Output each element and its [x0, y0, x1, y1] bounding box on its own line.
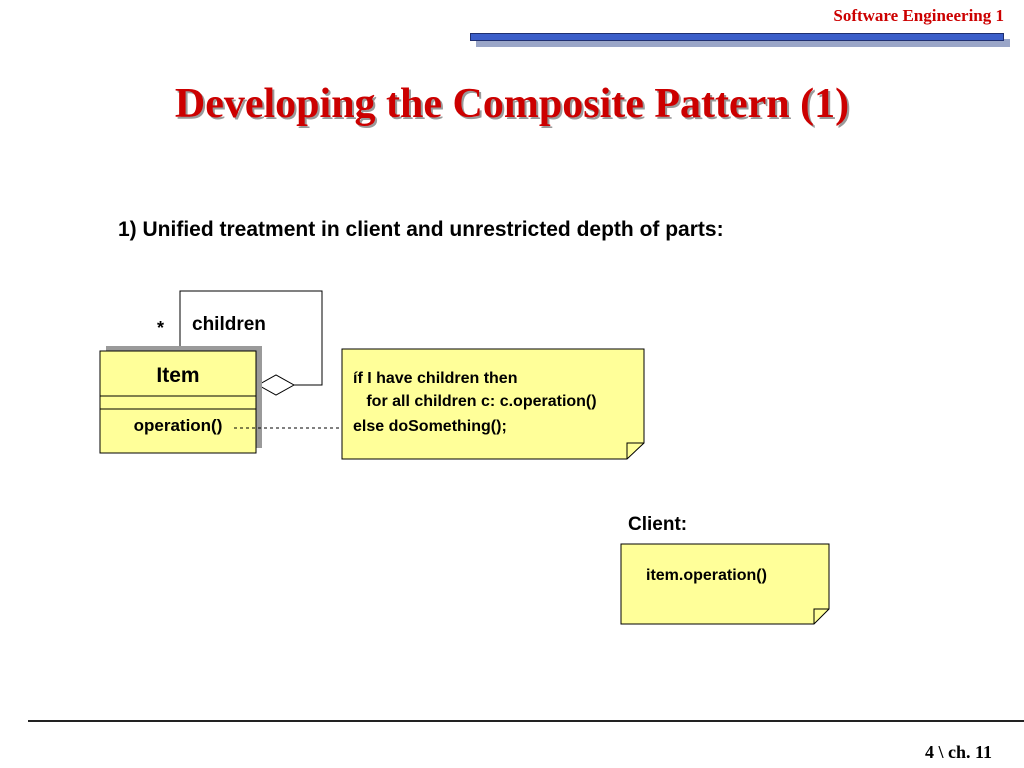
aggregation-diamond	[256, 374, 296, 396]
item-class-box	[99, 350, 257, 454]
note-line: for all children c: c.operation()	[353, 393, 597, 410]
course-title: Software Engineering 1	[833, 6, 1004, 25]
header-bar	[470, 33, 1010, 49]
code-note-fold	[626, 442, 644, 459]
slide-title: Developing the Composite Pattern (1)	[174, 81, 850, 127]
slide-number: 4 \ ch. 11	[924, 742, 992, 762]
footer-divider	[28, 720, 1024, 722]
item-class-name: Item	[156, 364, 200, 387]
children-association-line	[179, 290, 323, 386]
note-line: else doSomething();	[353, 418, 507, 435]
client-note-fold	[813, 608, 829, 624]
code-note-shape	[341, 348, 645, 460]
header-bar-fill	[470, 33, 1004, 41]
association-role-label: children	[192, 314, 266, 335]
client-note-shape	[620, 543, 830, 625]
note-line: íf I have children then	[353, 370, 518, 387]
item-class-operation: operation()	[133, 416, 223, 435]
slide-subtitle: 1) Unified treatment in client and unres…	[118, 218, 724, 241]
client-code: item.operation()	[646, 567, 767, 584]
association-multiplicity: *	[157, 318, 165, 338]
client-label: Client:	[628, 514, 688, 535]
header-bar-shadow	[476, 39, 1010, 47]
